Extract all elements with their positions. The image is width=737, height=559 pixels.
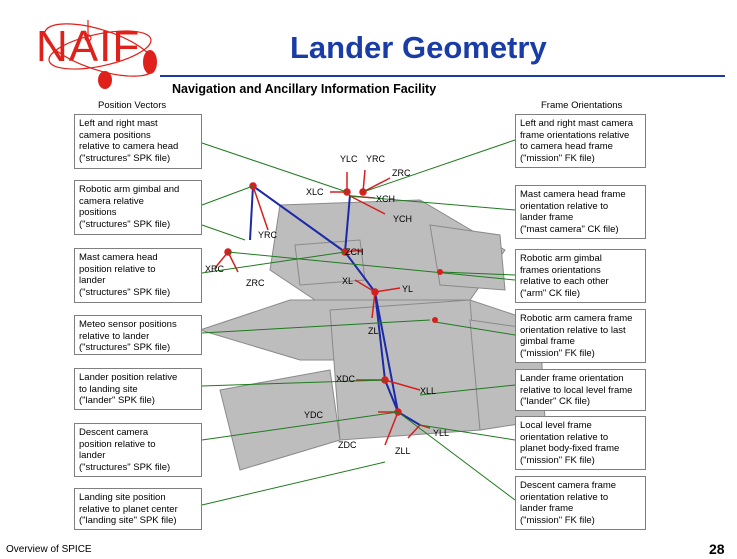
position-vector-box-1: Left and right mast camera positions rel… [74,114,202,169]
axis-label-zll: ZLL [395,446,411,456]
axis-label-ych: YCH [393,214,412,224]
frame-orientation-box-4: Robotic arm camera frame orientation rel… [515,309,646,363]
axis-label-yll: YLL [433,428,449,438]
section-heading-right: Frame Orientations [541,100,623,111]
axis-label-xdc: XDC [336,374,356,384]
lander-illustration [198,199,562,471]
frame-orientation-box-1: Left and right mast camera frame orienta… [515,114,646,168]
axis-label-yrc-arm: YRC [258,230,278,240]
frame-axes [214,169,431,446]
kinematic-chain [249,185,421,426]
position-vector-box-7: Landing site position relative to planet… [74,488,202,530]
axis-label-zrc-arm: ZRC [246,278,265,288]
naif-logo [30,12,170,92]
axis-label-zch: ZCH [345,247,364,257]
axis-label-ylc: YLC [340,154,358,164]
frame-orientation-box-6: Local level frame orientation relative t… [515,416,646,470]
logo-text: NAIF [36,22,141,71]
axis-label-yl: YL [402,284,413,294]
axis-label-zl: ZL [368,326,379,336]
frame-orientation-box-2: Mast camera head frame orientation relat… [515,185,646,239]
axis-label-xll: XLL [420,386,436,396]
page-number: 28 [709,541,725,557]
position-vector-box-5: Lander position relative to landing site… [74,368,202,410]
axis-label-zdc: ZDC [338,440,357,450]
frame-orientation-box-5: Lander frame orientation relative to loc… [515,369,646,411]
naif-logo-graphic [43,20,157,89]
axis-label-xlc: XLC [306,187,324,197]
axis-label-xrc: XRC [205,264,225,274]
axis-label-ydc: YDC [304,410,324,420]
frame-orientation-box-3: Robotic arm gimbal frames orientations r… [515,249,646,303]
position-vector-box-4: Meteo sensor positions relative to lande… [74,315,202,355]
frame-orientation-box-7: Descent camera frame orientation relativ… [515,476,646,530]
footer-text: Overview of SPICE [6,544,92,555]
title-underline [160,75,725,77]
position-vector-box-6: Descent camera position relative to land… [74,423,202,477]
leader-lines [201,139,516,506]
position-vector-box-3: Mast camera head position relative to la… [74,248,202,303]
section-heading-left: Position Vectors [98,100,167,111]
axis-label-zrc-top: ZRC [392,168,411,178]
axis-label-yrc: YRC [366,154,386,164]
page-subtitle: Navigation and Ancillary Information Fac… [172,82,437,96]
axis-label-xch: XCH [376,194,395,204]
position-vector-box-2: Robotic arm gimbal and camera relative p… [74,180,202,235]
axis-label-xl: XL [342,276,353,286]
page-title: Lander Geometry [290,30,547,65]
